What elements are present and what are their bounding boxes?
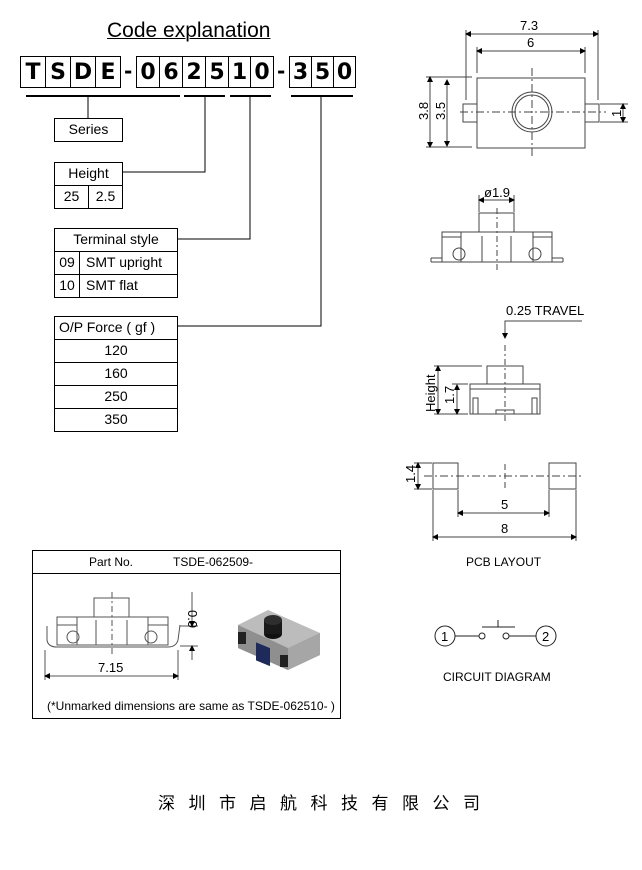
pin-2-label: 2: [542, 629, 549, 644]
dim-upright-width: 7.15: [98, 660, 123, 675]
code-char: E: [95, 56, 121, 88]
dim-tab: 1: [609, 110, 624, 117]
dim-button-diameter: ø1.9: [484, 185, 510, 200]
height-code: 25: [55, 186, 89, 208]
dim-pad-inner: 5: [501, 497, 508, 512]
dim-inner-height: 3.5: [433, 102, 448, 120]
dim-outer-height: 3.8: [416, 102, 431, 120]
terminal-code: 10: [55, 275, 80, 297]
part-variant-box: Part No. TSDE-062509-: [32, 550, 341, 719]
part-no-label: Part No.: [89, 555, 134, 569]
force-value: 160: [104, 365, 128, 381]
circuit-caption: CIRCUIT DIAGRAM: [443, 670, 551, 684]
table-row: 10 SMT flat: [55, 274, 177, 297]
terminal-code: 09: [55, 252, 80, 274]
dim-total-width: 7.3: [520, 18, 538, 33]
terminal-style-table: Terminal style 09 SMT upright 10 SMT flat: [54, 228, 178, 298]
page-title: Code explanation: [107, 19, 271, 42]
pcb-layout-drawing: [414, 462, 584, 541]
force-table: O/P Force ( gf ) 120 160 250 350: [54, 316, 178, 432]
code-separator: -: [124, 59, 133, 83]
code-char: 0: [250, 56, 274, 88]
series-label: Series: [68, 121, 109, 137]
height-label: Height: [423, 374, 438, 412]
force-value: 250: [104, 388, 128, 404]
terminal-header: Terminal style: [73, 231, 159, 247]
series-box: Series: [54, 118, 123, 142]
height-view-drawing: [434, 320, 582, 424]
part-no-value: TSDE-062509-: [173, 555, 254, 569]
dim-pad-outer: 8: [501, 521, 508, 536]
terminal-name: SMT upright: [86, 254, 162, 270]
pcb-caption: PCB LAYOUT: [466, 555, 542, 569]
pin-1-label: 1: [441, 629, 448, 644]
height-value: 2.5: [95, 188, 116, 204]
travel-label: 0.25 TRAVEL: [506, 303, 584, 318]
dim-body-width: 6: [527, 35, 534, 50]
code-char: 0: [333, 56, 356, 88]
force-value: 350: [104, 411, 128, 427]
upright-side-drawing: [44, 592, 198, 680]
table-row: 09 SMT upright: [55, 251, 177, 274]
circuit-diagram: [434, 620, 557, 647]
dim-upright-offset: 0.9: [185, 610, 200, 628]
terminal-name: SMT flat: [86, 277, 138, 293]
dim-pad: 1.4: [403, 465, 418, 483]
leader-lines: [87, 96, 322, 327]
force-value: 120: [104, 342, 128, 358]
product-photo: [238, 610, 320, 670]
dim-body-height: 1.7: [442, 386, 457, 404]
height-header: Height: [68, 165, 109, 181]
code-separator: -: [277, 59, 286, 83]
force-header: O/P Force ( gf ): [59, 319, 156, 335]
top-view-drawing: [426, 30, 628, 156]
company-name: 深圳市启航科技有限公司: [158, 794, 494, 814]
height-table: Height 25 2.5: [54, 162, 123, 209]
side-view-drawing: [430, 195, 564, 270]
footnote: (*Unmarked dimensions are same as TSDE-0…: [47, 699, 335, 713]
